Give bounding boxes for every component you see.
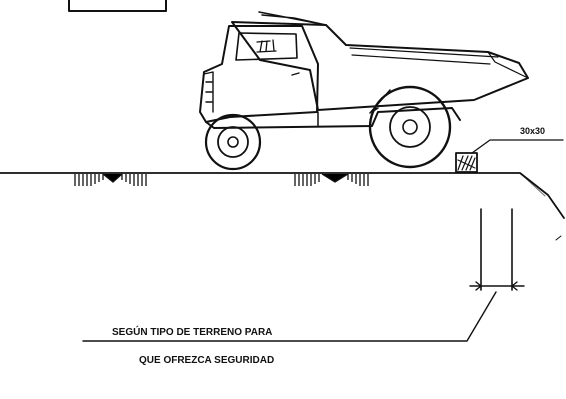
ground-line xyxy=(0,172,565,241)
dump-truck xyxy=(199,11,529,171)
note-line-2: QUE OFREZCA SEGURIDAD xyxy=(139,355,274,366)
depth-dimension xyxy=(469,208,525,291)
cab-window xyxy=(235,32,298,61)
cab xyxy=(199,25,319,123)
rear-wheel xyxy=(368,85,452,169)
block-size-label: 30x30 xyxy=(520,126,545,136)
ground-hatching-right xyxy=(294,173,369,186)
note-line-1: SEGÚN TIPO DE TERRENO PARA xyxy=(112,325,272,338)
dump-body xyxy=(231,21,529,111)
note-leader-line xyxy=(82,291,497,342)
front-wheel xyxy=(204,113,262,171)
wheel-stop-block xyxy=(455,139,564,173)
ground-hatching-left xyxy=(74,173,147,186)
top-left-frame xyxy=(68,0,167,12)
